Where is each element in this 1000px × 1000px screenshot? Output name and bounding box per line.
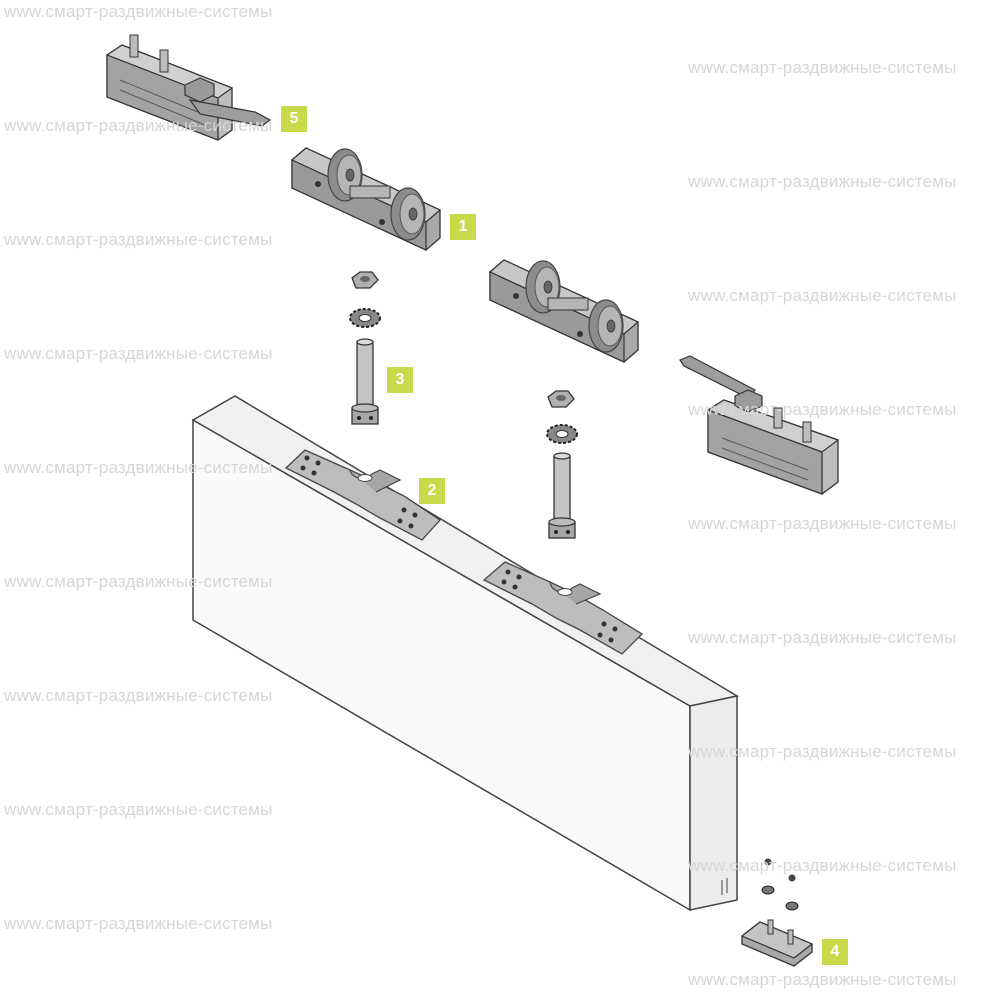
callout-label-5: 5 [281, 106, 307, 132]
bolt-shaft [356, 341, 374, 411]
watermark: www.смарт-раздвижные-системы [688, 286, 957, 305]
track-stopper-right [679, 355, 840, 495]
watermark: www.смарт-раздвижные-системы [688, 742, 957, 761]
callout-label-3: 3 [387, 367, 413, 393]
watermark: www.смарт-раздвижные-системы [4, 344, 273, 363]
watermark: www.смарт-раздвижные-системы [4, 230, 273, 249]
floor-guide [740, 858, 814, 967]
watermark: www.смарт-раздвижные-системы [4, 116, 273, 135]
watermark: www.смарт-раздвижные-системы [688, 58, 957, 77]
watermark: www.смарт-раздвижные-системы [688, 856, 957, 875]
bolt-set-left [349, 271, 381, 425]
roller-carriage-middle [488, 259, 640, 363]
callout-label-1: 1 [450, 214, 476, 240]
watermark: www.смарт-раздвижные-системы [4, 914, 273, 933]
watermark: www.смарт-раздвижные-системы [4, 458, 273, 477]
track-stopper-top [105, 34, 272, 141]
watermark: www.смарт-раздвижные-системы [688, 970, 957, 989]
watermark: www.смарт-раздвижные-системы [688, 514, 957, 533]
door-panel [191, 395, 740, 912]
mounting-plate-right [482, 561, 644, 655]
mounting-plate-left [284, 449, 441, 541]
roller-carriage-top [290, 147, 442, 251]
watermark: www.смарт-раздвижные-системы [4, 572, 273, 591]
watermark: www.смарт-раздвижные-системы [4, 686, 273, 705]
watermark: www.смарт-раздвижные-системы [688, 400, 957, 419]
watermark: www.смарт-раздвижные-системы [4, 2, 273, 21]
watermark: www.смарт-раздвижные-системы [4, 800, 273, 819]
bolt-set-right [546, 390, 578, 539]
callout-label-4: 4 [822, 939, 848, 965]
watermark: www.смарт-раздвижные-системы [688, 172, 957, 191]
callout-label-2: 2 [419, 478, 445, 504]
door-panel-side-edge [689, 695, 738, 911]
watermark: www.смарт-раздвижные-системы [688, 628, 957, 647]
bolt-shaft [553, 455, 571, 525]
